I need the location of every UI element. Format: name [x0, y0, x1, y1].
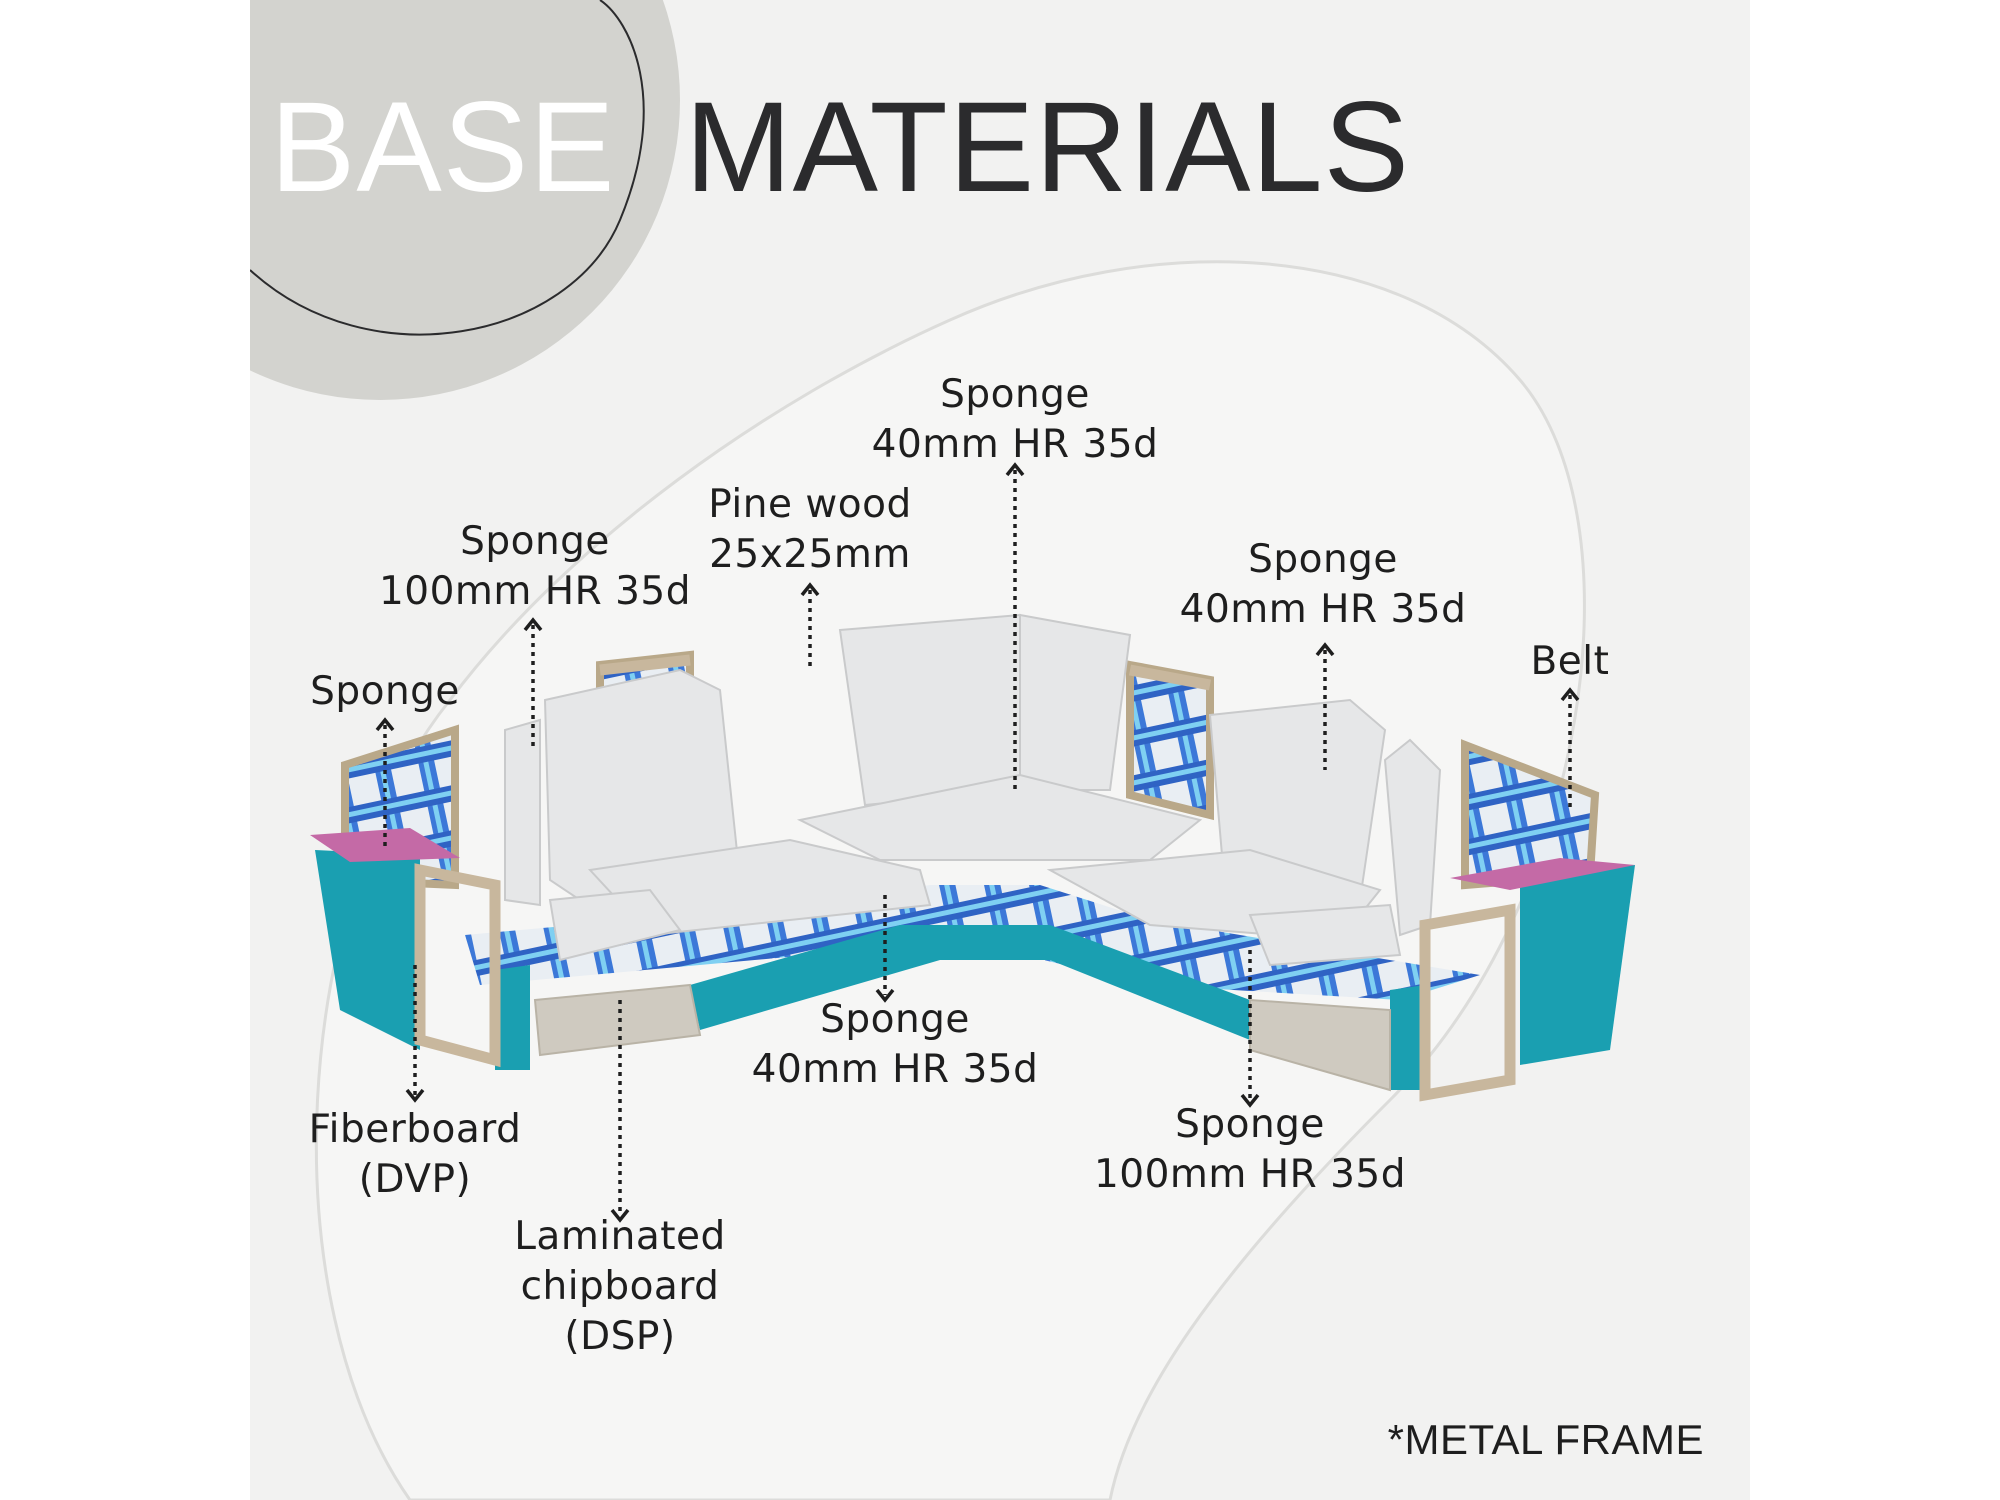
armrest-pad-right: [1450, 858, 1635, 890]
callout-sponge-corner-back: Sponge 40mm HR 35d: [871, 372, 1159, 467]
title-base: BASE: [270, 76, 616, 219]
callout-sponge-arm-left: Sponge: [310, 669, 460, 714]
callout-sponge-back-left: Sponge 100mm HR 35d: [378, 519, 692, 614]
callout-sponge-back-right: Sponge 40mm HR 35d: [1179, 537, 1467, 632]
sofa-construction-diagram: [310, 462, 1635, 1223]
arrow-heads: [375, 462, 1580, 1223]
pine-wood-frame: [414, 654, 1516, 1102]
accent-circle-outline: [250, 0, 645, 336]
back-frame-right: [1126, 660, 1600, 890]
laminated-chipboard: [533, 983, 1391, 1092]
background-shapes: [250, 0, 1586, 1500]
callout-sponge-seat-right: Sponge 100mm HR 35d: [1093, 1102, 1407, 1197]
teal-fiberboard: [315, 850, 1635, 1090]
leader-arrows: [383, 470, 1572, 1215]
callout-chipboard: Laminated chipboard (DSP): [514, 1214, 726, 1359]
callout-fiberboard: Fiberboard (DVP): [308, 1107, 522, 1202]
accent-circle: [250, 0, 680, 400]
callout-pine-wood: Pine wood 25x25mm: [708, 482, 912, 577]
infographic-panel: BASE MATERIALS: [250, 0, 1750, 1500]
title-materials: MATERIALS: [685, 76, 1410, 219]
callout-belt: Belt: [1530, 639, 1610, 684]
footnote-metal-frame: *METAL FRAME: [1387, 1416, 1704, 1463]
callout-sponge-seat: Sponge 40mm HR 35d: [751, 997, 1039, 1092]
foam-cushions: [504, 613, 1442, 967]
